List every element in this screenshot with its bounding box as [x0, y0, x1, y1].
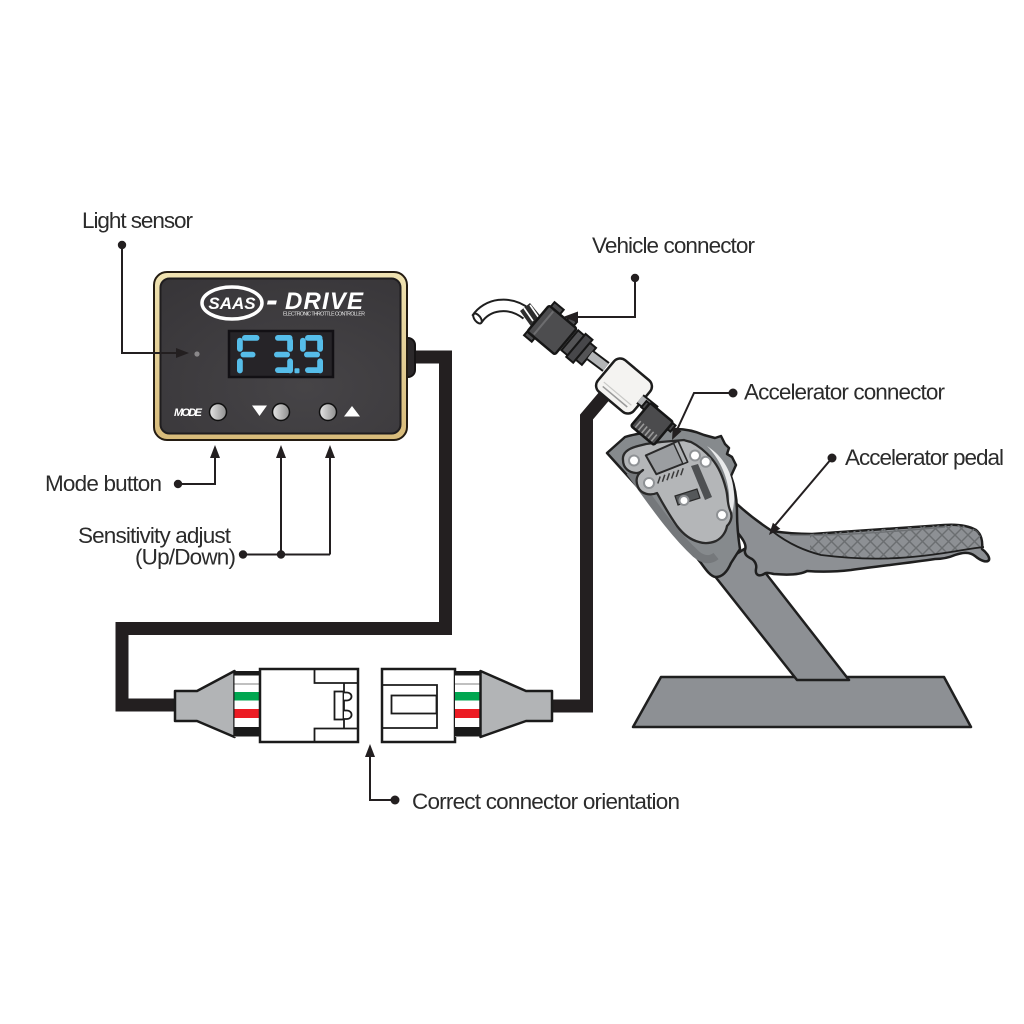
svg-text:DRIVE: DRIVE — [285, 288, 365, 315]
svg-text:MODE: MODE — [174, 407, 203, 419]
svg-text:Mode button: Mode button — [45, 471, 162, 496]
svg-text:SAAS: SAAS — [208, 294, 256, 313]
svg-text:Vehicle connector: Vehicle connector — [592, 233, 756, 258]
svg-text:(Up/Down): (Up/Down) — [135, 545, 236, 570]
svg-text:ELECTRONIC THROTTLE CONTROLLER: ELECTRONIC THROTTLE CONTROLLER — [283, 312, 365, 318]
svg-text:Correct connector orientation: Correct connector orientation — [412, 789, 680, 814]
svg-text:Sensitivity adjust: Sensitivity adjust — [78, 523, 232, 548]
svg-text:Light sensor: Light sensor — [82, 208, 194, 233]
svg-text:Accelerator pedal: Accelerator pedal — [845, 445, 1004, 470]
svg-text:Accelerator connector: Accelerator connector — [744, 380, 946, 405]
